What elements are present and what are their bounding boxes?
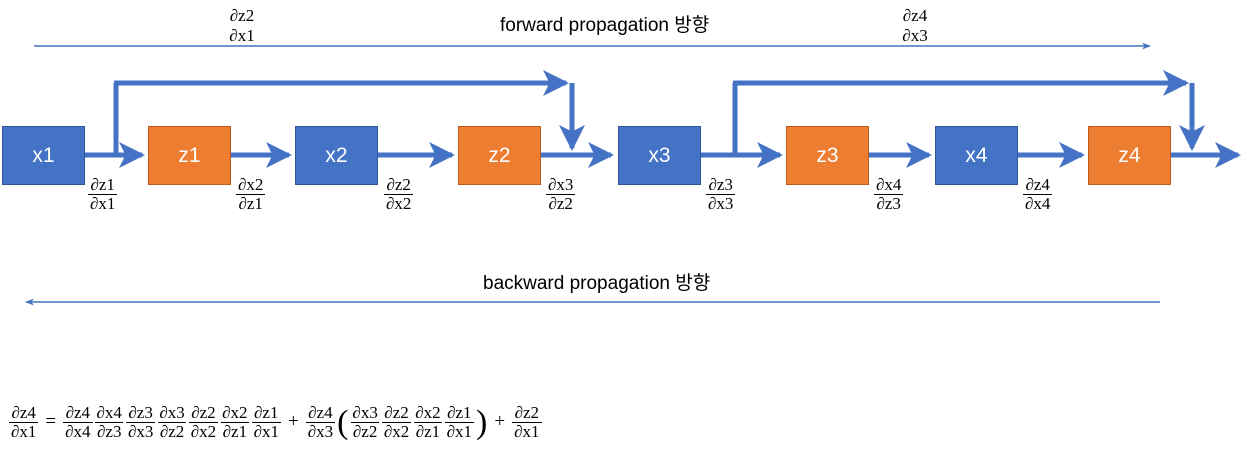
- edge-label-1-denominator: ∂z1: [236, 193, 265, 213]
- grouped-term-3-denominator: ∂x1: [444, 421, 475, 441]
- grouped-term-1-numerator: ∂z2: [384, 403, 409, 422]
- chain-term-5-numerator: ∂x2: [222, 403, 248, 422]
- edge-label-5-denominator: ∂z3: [874, 193, 903, 213]
- chain-term-6-numerator: ∂z1: [254, 403, 279, 422]
- grouped-term-1: ∂z2 ∂x2: [381, 403, 412, 441]
- chain-term-4-denominator: ∂x2: [188, 421, 219, 441]
- edge-label-dz3-dx3: ∂z3 ∂x3: [706, 175, 736, 213]
- chain-term-1: ∂x4 ∂z3: [95, 404, 124, 441]
- last-term-numerator: ∂z2: [514, 403, 540, 422]
- backward-propagation-title: backward propagation 방향: [483, 273, 711, 294]
- node-x3-label: x3: [648, 143, 671, 167]
- edge-label-4-numerator: ∂z3: [708, 175, 733, 194]
- edge-label-dx2-dz1: ∂x2 ∂z1: [236, 176, 265, 213]
- skip-label-2-numerator: ∂z4: [902, 6, 928, 25]
- edge-label-2-denominator: ∂x2: [384, 193, 414, 213]
- grouped-term-1-denominator: ∂x2: [381, 421, 412, 441]
- chain-term-2: ∂z3 ∂x3: [125, 403, 156, 441]
- edge-label-6-numerator: ∂z4: [1025, 175, 1050, 194]
- edge-label-dx3-dz2: ∂x3 ∂z2: [546, 176, 575, 213]
- edge-label-dz2-dx2: ∂z2 ∂x2: [384, 175, 414, 213]
- chain-term-4-numerator: ∂z2: [191, 403, 216, 422]
- node-x3[interactable]: x3: [618, 126, 701, 185]
- chain-term-0-denominator: ∂x4: [63, 421, 93, 441]
- skip-label-2-denominator: ∂x3: [902, 26, 928, 45]
- chain-term-3-numerator: ∂x3: [159, 403, 185, 422]
- outer-term-numerator: ∂z4: [308, 403, 333, 422]
- skip-label-1-numerator: ∂z2: [229, 6, 255, 25]
- node-z2[interactable]: z2: [458, 126, 541, 185]
- chain-term-0: ∂z4 ∂x4: [63, 403, 93, 441]
- edge-label-2-numerator: ∂z2: [386, 175, 411, 194]
- chain-term-4: ∂z2 ∂x2: [188, 403, 219, 441]
- grouped-term-2: ∂x2 ∂z1: [413, 403, 443, 441]
- edge-label-3-denominator: ∂z2: [546, 193, 575, 213]
- node-z1[interactable]: z1: [148, 126, 231, 185]
- grouped-term-2-numerator: ∂x2: [415, 403, 441, 422]
- chain-term-6: ∂z1 ∂x1: [251, 403, 281, 441]
- node-z3[interactable]: z3: [786, 126, 869, 185]
- plus-sign-1: +: [287, 411, 299, 433]
- edge-label-dx4-dz3: ∂x4 ∂z3: [874, 176, 903, 213]
- grouped-term-0-denominator: ∂z2: [350, 421, 380, 441]
- grouped-term-3-numerator: ∂z1: [447, 403, 472, 422]
- chain-term-1-numerator: ∂x4: [96, 403, 122, 422]
- equation-lhs-denominator: ∂x1: [9, 421, 39, 441]
- edge-label-5-numerator: ∂x4: [876, 175, 902, 194]
- grouped-term-2-denominator: ∂z1: [413, 421, 443, 441]
- last-term-denominator: ∂x1: [512, 421, 542, 441]
- edge-label-1-numerator: ∂x2: [238, 175, 264, 194]
- skip-label-dz4-dx3: ∂z4 ∂x3: [880, 6, 950, 46]
- edge-label-3-numerator: ∂x3: [548, 175, 574, 194]
- grouped-term-3: ∂z1 ∂x1: [444, 403, 475, 441]
- grouped-term-0: ∂x3 ∂z2: [350, 403, 380, 441]
- node-x2-label: x2: [325, 143, 348, 167]
- chain-rule-equation: ∂z4 ∂x1 = ∂z4 ∂x4 ∂x4 ∂z3 ∂z3 ∂x3 ∂x3 ∂z…: [9, 403, 542, 442]
- chain-term-3-denominator: ∂z2: [157, 421, 187, 441]
- chain-term-5-denominator: ∂z1: [220, 421, 250, 441]
- outer-term: ∂z4 ∂x3: [305, 403, 336, 441]
- edge-label-dz4-dx4: ∂z4 ∂x4: [1023, 175, 1053, 213]
- node-x4-label: x4: [965, 143, 988, 167]
- node-z4[interactable]: z4: [1088, 126, 1171, 185]
- node-z1-label: z1: [178, 143, 201, 167]
- skip-label-1-denominator: ∂x1: [229, 26, 255, 45]
- grouped-term-0-numerator: ∂x3: [352, 403, 378, 422]
- chain-term-1-denominator: ∂z3: [95, 421, 124, 441]
- equals-sign: =: [45, 411, 57, 433]
- equation-lhs: ∂z4 ∂x1: [9, 403, 39, 441]
- chain-term-3: ∂x3 ∂z2: [157, 403, 187, 441]
- edge-label-6-denominator: ∂x4: [1023, 193, 1053, 213]
- chain-term-6-denominator: ∂x1: [251, 421, 281, 441]
- node-x1[interactable]: x1: [2, 126, 85, 185]
- node-z2-label: z2: [488, 143, 511, 167]
- equation-lhs-numerator: ∂z4: [11, 403, 36, 422]
- node-x4[interactable]: x4: [935, 126, 1018, 185]
- plus-sign-2: +: [494, 411, 506, 433]
- chain-term-2-numerator: ∂z3: [128, 403, 153, 422]
- chain-term-2-denominator: ∂x3: [125, 421, 156, 441]
- node-z3-label: z3: [816, 143, 839, 167]
- outer-term-denominator: ∂x3: [305, 421, 336, 441]
- edge-label-0-numerator: ∂z1: [90, 175, 115, 194]
- chain-term-5: ∂x2 ∂z1: [220, 403, 250, 441]
- node-z4-label: z4: [1118, 143, 1141, 167]
- edge-label-dz1-dx1: ∂z1 ∂x1: [88, 175, 118, 213]
- edge-label-0-denominator: ∂x1: [88, 193, 118, 213]
- edge-label-4-denominator: ∂x3: [706, 193, 736, 213]
- skip-label-dz2-dx1: ∂z2 ∂x1: [207, 6, 277, 46]
- node-x2[interactable]: x2: [295, 126, 378, 185]
- node-x1-label: x1: [32, 143, 55, 167]
- forward-propagation-title: forward propagation 방향: [500, 15, 710, 36]
- chain-term-0-numerator: ∂z4: [65, 403, 91, 422]
- last-term: ∂z2 ∂x1: [512, 403, 542, 441]
